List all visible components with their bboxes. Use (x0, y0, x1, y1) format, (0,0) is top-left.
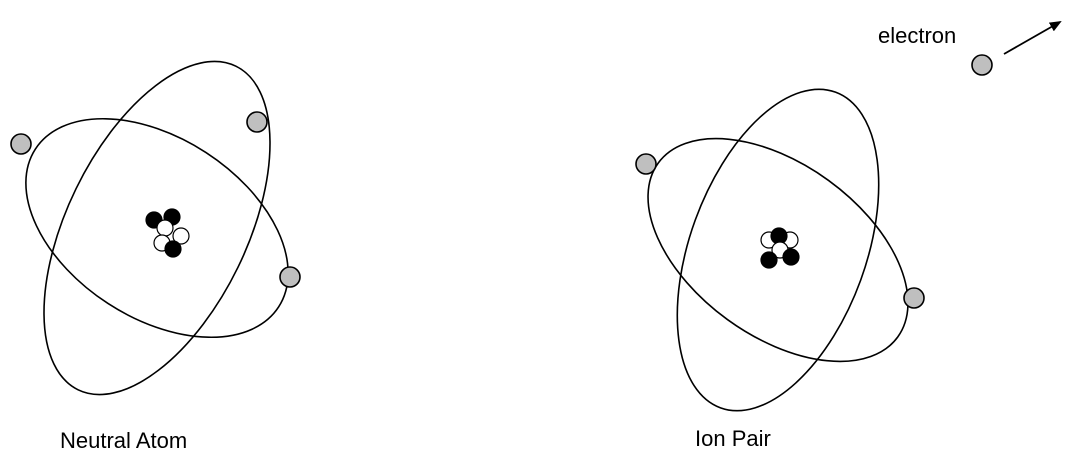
nucleus (146, 209, 189, 257)
proton (761, 252, 777, 268)
electron (247, 112, 267, 132)
electron (11, 134, 31, 154)
neutral-atom (0, 27, 328, 429)
neutron (157, 220, 173, 236)
ion-pair (608, 62, 949, 438)
arrow-icon (1004, 22, 1060, 54)
electron (280, 267, 300, 287)
nucleus (761, 228, 799, 268)
electron (904, 288, 924, 308)
proton (783, 249, 799, 265)
electron-label: electron (878, 25, 956, 47)
proton (165, 241, 181, 257)
electron (636, 154, 656, 174)
electron (972, 55, 992, 75)
ion-pair-label: Ion Pair (695, 428, 771, 450)
neutral-atom-label: Neutral Atom (60, 430, 187, 452)
ejected-electron (972, 22, 1060, 75)
